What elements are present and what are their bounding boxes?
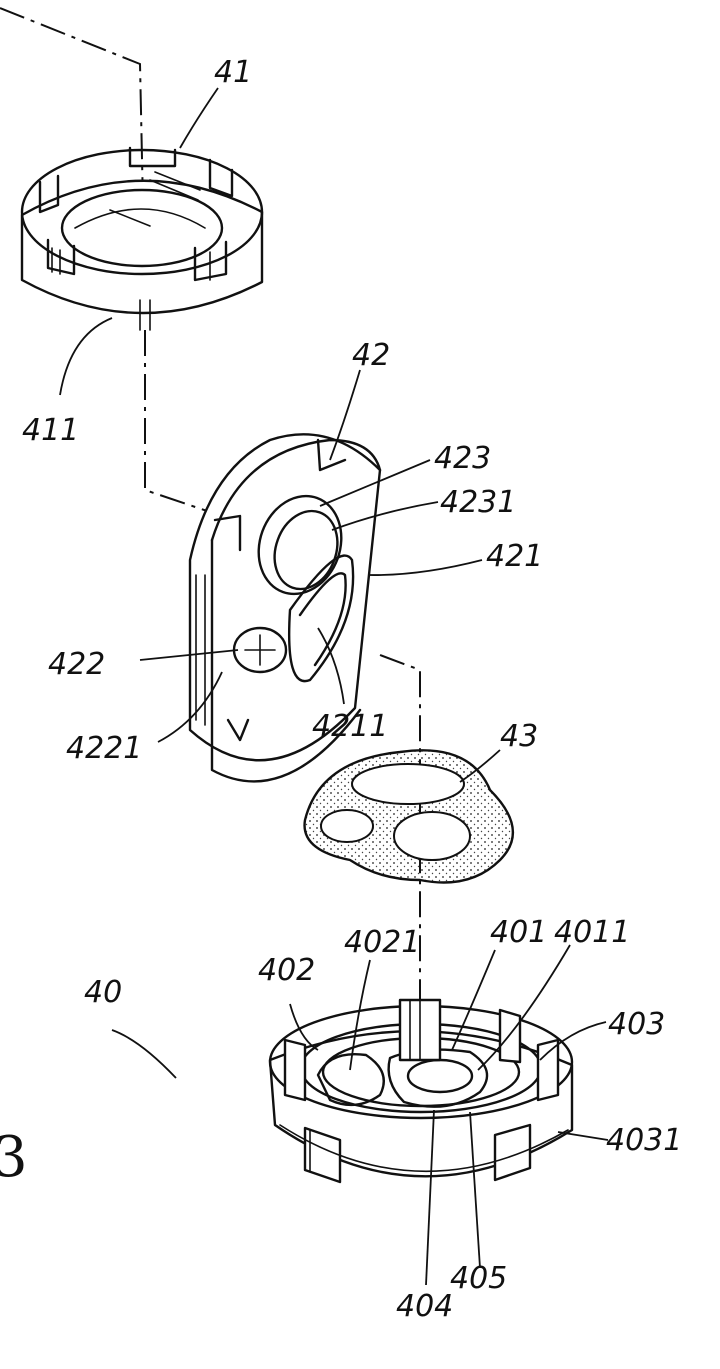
leader-4021 <box>349 959 371 1071</box>
label-411: 411 <box>22 413 79 448</box>
part-40-base <box>268 998 574 1184</box>
part-42-disc <box>188 433 382 783</box>
label-4031: 4031 <box>606 1123 682 1158</box>
label-4221: 4221 <box>66 731 142 766</box>
leader-403 <box>539 1021 607 1061</box>
leader-4031 <box>557 1131 609 1141</box>
leader-4221 <box>157 671 223 743</box>
label-4021: 4021 <box>344 925 420 960</box>
leader-40 <box>111 1029 177 1079</box>
figure-number-fragment: 3 <box>0 1125 28 1190</box>
leader-404 <box>425 1109 435 1286</box>
leader-41 <box>179 87 219 149</box>
label-404: 404 <box>396 1289 453 1324</box>
label-421: 421 <box>486 539 543 574</box>
label-401: 401 <box>490 915 547 950</box>
label-40: 40 <box>84 975 122 1010</box>
leader-4211 <box>317 627 345 705</box>
label-43: 43 <box>500 719 538 754</box>
reference-labels: 41 411 42 423 4231 421 422 4221 4211 43 … <box>0 55 682 1324</box>
label-4231: 4231 <box>440 485 516 520</box>
label-4211: 4211 <box>312 709 388 744</box>
leader-421 <box>367 559 483 576</box>
label-423: 423 <box>434 441 491 476</box>
leader-402 <box>289 1003 319 1051</box>
label-405: 405 <box>450 1261 507 1296</box>
leader-401 <box>451 949 496 1051</box>
leader-405 <box>469 1111 481 1269</box>
label-402: 402 <box>258 953 315 988</box>
part-43-gasket <box>303 749 514 884</box>
leader-422 <box>139 649 239 661</box>
label-41: 41 <box>214 55 252 90</box>
label-403: 403 <box>608 1007 665 1042</box>
leader-43 <box>459 749 501 783</box>
leader-4231 <box>331 501 439 531</box>
label-42: 42 <box>352 338 390 373</box>
leader-423 <box>319 459 431 507</box>
leader-42 <box>329 369 361 461</box>
leader-4011 <box>477 944 571 1071</box>
leader-411 <box>59 317 113 396</box>
label-422: 422 <box>48 647 105 682</box>
label-4011: 4011 <box>554 915 630 950</box>
part-41-cap <box>20 146 264 331</box>
